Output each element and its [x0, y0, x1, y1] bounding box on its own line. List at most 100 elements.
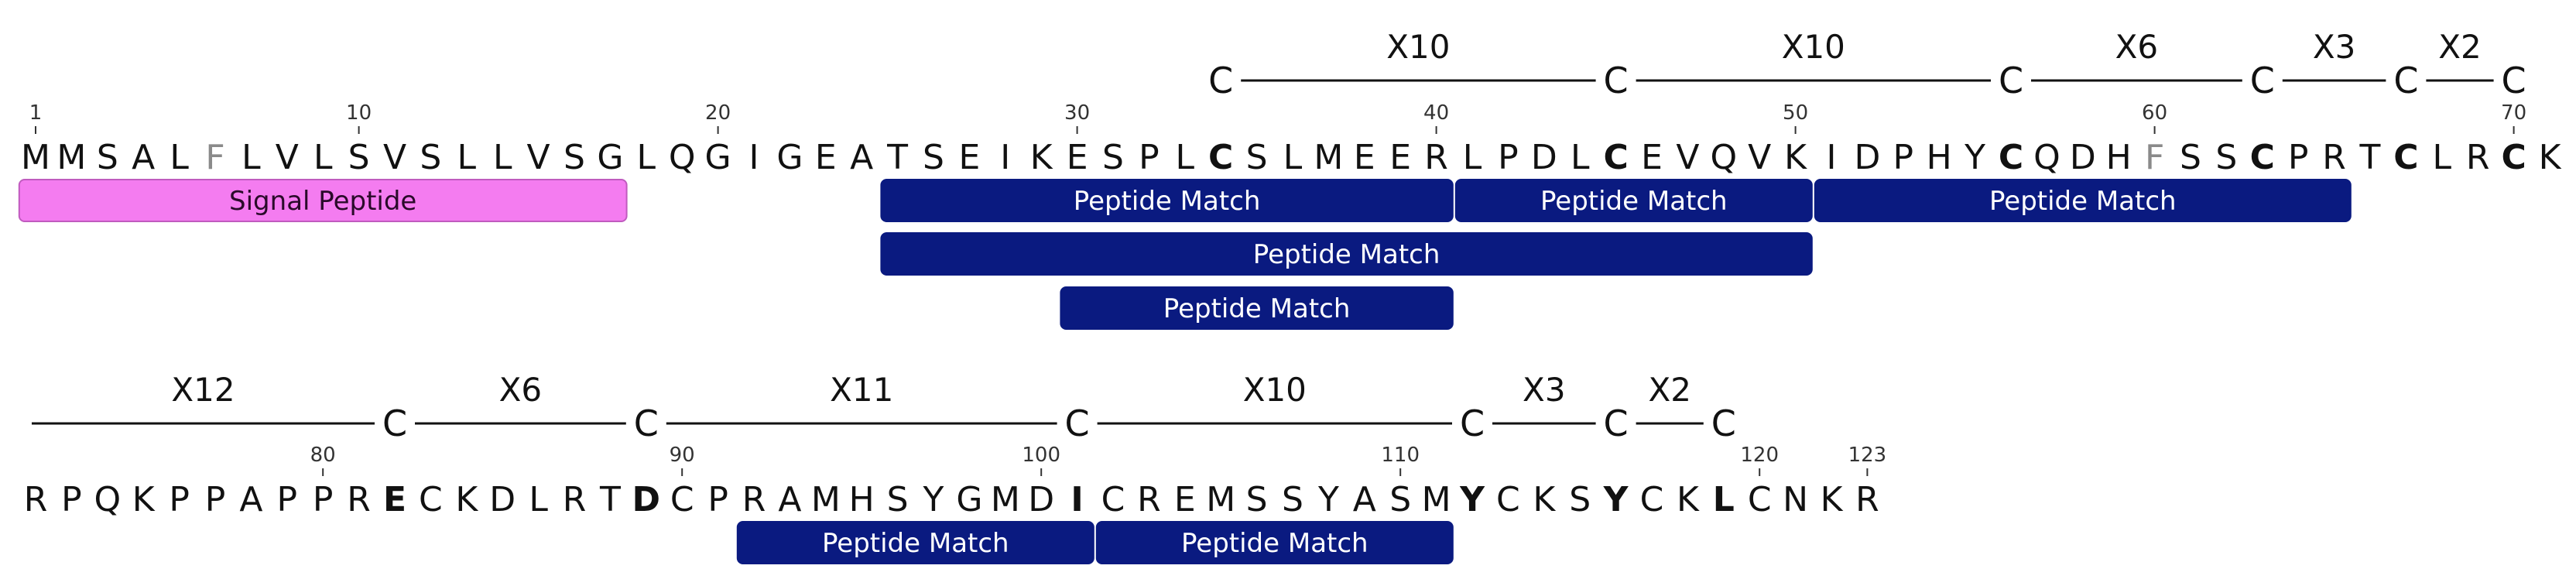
residue: S [1246, 480, 1268, 519]
residue: A [850, 138, 873, 177]
spacer-label: X3 [1523, 371, 1566, 409]
cysteine-marker: C [382, 403, 407, 444]
spacer-label: X10 [1386, 28, 1450, 66]
residue: S [1102, 138, 1124, 177]
peptide-match-box[interactable] [880, 179, 1454, 222]
residue: R [1137, 480, 1161, 519]
residue: P [277, 480, 298, 519]
residue: L [313, 138, 333, 177]
residue: L [1176, 138, 1195, 177]
residue: R [2466, 138, 2490, 177]
residue: V [1676, 138, 1699, 177]
ruler-number: 20 [705, 101, 731, 125]
residue: K [1030, 138, 1053, 177]
residue: L [242, 138, 261, 177]
cysteine-marker: C [1604, 60, 1629, 101]
residue: C [1748, 480, 1772, 519]
residue: G [705, 138, 731, 177]
residue: Y [1317, 480, 1339, 519]
cysteine-marker: C [2502, 60, 2526, 101]
residue: N [1783, 480, 1808, 519]
peptide-match-box[interactable] [1814, 179, 2352, 222]
residue: T [2359, 138, 2381, 177]
residue: S [564, 138, 585, 177]
ruler-number: 90 [670, 444, 695, 467]
residue: P [1893, 138, 1914, 177]
ruler-number: 40 [1423, 101, 1449, 125]
residue: M [1422, 480, 1451, 519]
residue: A [239, 480, 262, 519]
residue: E [1389, 138, 1411, 177]
residue: L [2433, 138, 2452, 177]
residue: M [811, 480, 841, 519]
residue: S [1282, 480, 1303, 519]
ruler-number: 10 [346, 101, 372, 125]
residue: L [493, 138, 512, 177]
residue: D [1531, 138, 1557, 177]
residue: Y [1459, 480, 1485, 519]
residue: C [1603, 138, 1628, 177]
residue: E [1641, 138, 1663, 177]
residue: Y [923, 480, 944, 519]
peptide-match-label: Peptide Match [1253, 239, 1440, 270]
peptide-match-label: Peptide Match [1163, 293, 1351, 324]
peptide-match-box[interactable] [1095, 521, 1454, 564]
residue: V [527, 138, 550, 177]
residue: S [420, 138, 441, 177]
residue: S [1569, 480, 1591, 519]
spacer-label: X2 [2438, 28, 2482, 66]
residue: R [1855, 480, 1879, 519]
residue: M [991, 480, 1020, 519]
ruler-number: 70 [2501, 101, 2526, 125]
residue: C [1640, 480, 1664, 519]
residue: H [849, 480, 875, 519]
residue: S [348, 138, 370, 177]
residue: T [886, 138, 908, 177]
residue: A [778, 480, 801, 519]
residue: Y [1964, 138, 1985, 177]
residue: R [742, 480, 766, 519]
residue: I [1827, 138, 1837, 177]
spacer-label: X2 [1648, 371, 1691, 409]
peptide-match-box[interactable] [1060, 286, 1454, 330]
cysteine-marker: C [1065, 403, 1090, 444]
residue: S [97, 138, 118, 177]
cysteine-marker: C [1460, 403, 1485, 444]
cysteine-marker: C [1711, 403, 1736, 444]
spacer-label: X10 [1782, 28, 1845, 66]
peptide-match-box[interactable] [736, 521, 1094, 564]
ruler-number: 123 [1848, 444, 1887, 467]
residue: M [1314, 138, 1343, 177]
ruler-number: 30 [1064, 101, 1090, 125]
residue: A [132, 138, 155, 177]
residue: L [1571, 138, 1590, 177]
residue: D [632, 480, 661, 519]
residue: L [1713, 480, 1735, 519]
peptide-match-label: Peptide Match [1989, 186, 2177, 217]
residue: C [670, 480, 694, 519]
residue: G [597, 138, 623, 177]
residue: D [1028, 480, 1054, 519]
residue: I [1000, 138, 1010, 177]
peptide-match-box[interactable] [1454, 179, 1813, 222]
residue: R [1424, 138, 1448, 177]
residue: L [1463, 138, 1482, 177]
residue: Q [94, 480, 121, 519]
residue: E [1354, 138, 1375, 177]
residue: H [2106, 138, 2132, 177]
spacer-label: X6 [2115, 28, 2159, 66]
residue: P [205, 480, 226, 519]
cysteine-marker: C [1999, 60, 2023, 101]
residue: S [1246, 138, 1268, 177]
peptide-match-box[interactable] [880, 232, 1813, 276]
residue: P [61, 480, 82, 519]
residue: K [1533, 480, 1556, 519]
signal-peptide-box[interactable] [18, 179, 628, 222]
residue: D [1854, 138, 1880, 177]
ruler-number: 80 [310, 444, 336, 467]
residue: S [2215, 138, 2237, 177]
ruler-number: 60 [2142, 101, 2167, 125]
residue: V [276, 138, 299, 177]
residue: K [455, 480, 478, 519]
